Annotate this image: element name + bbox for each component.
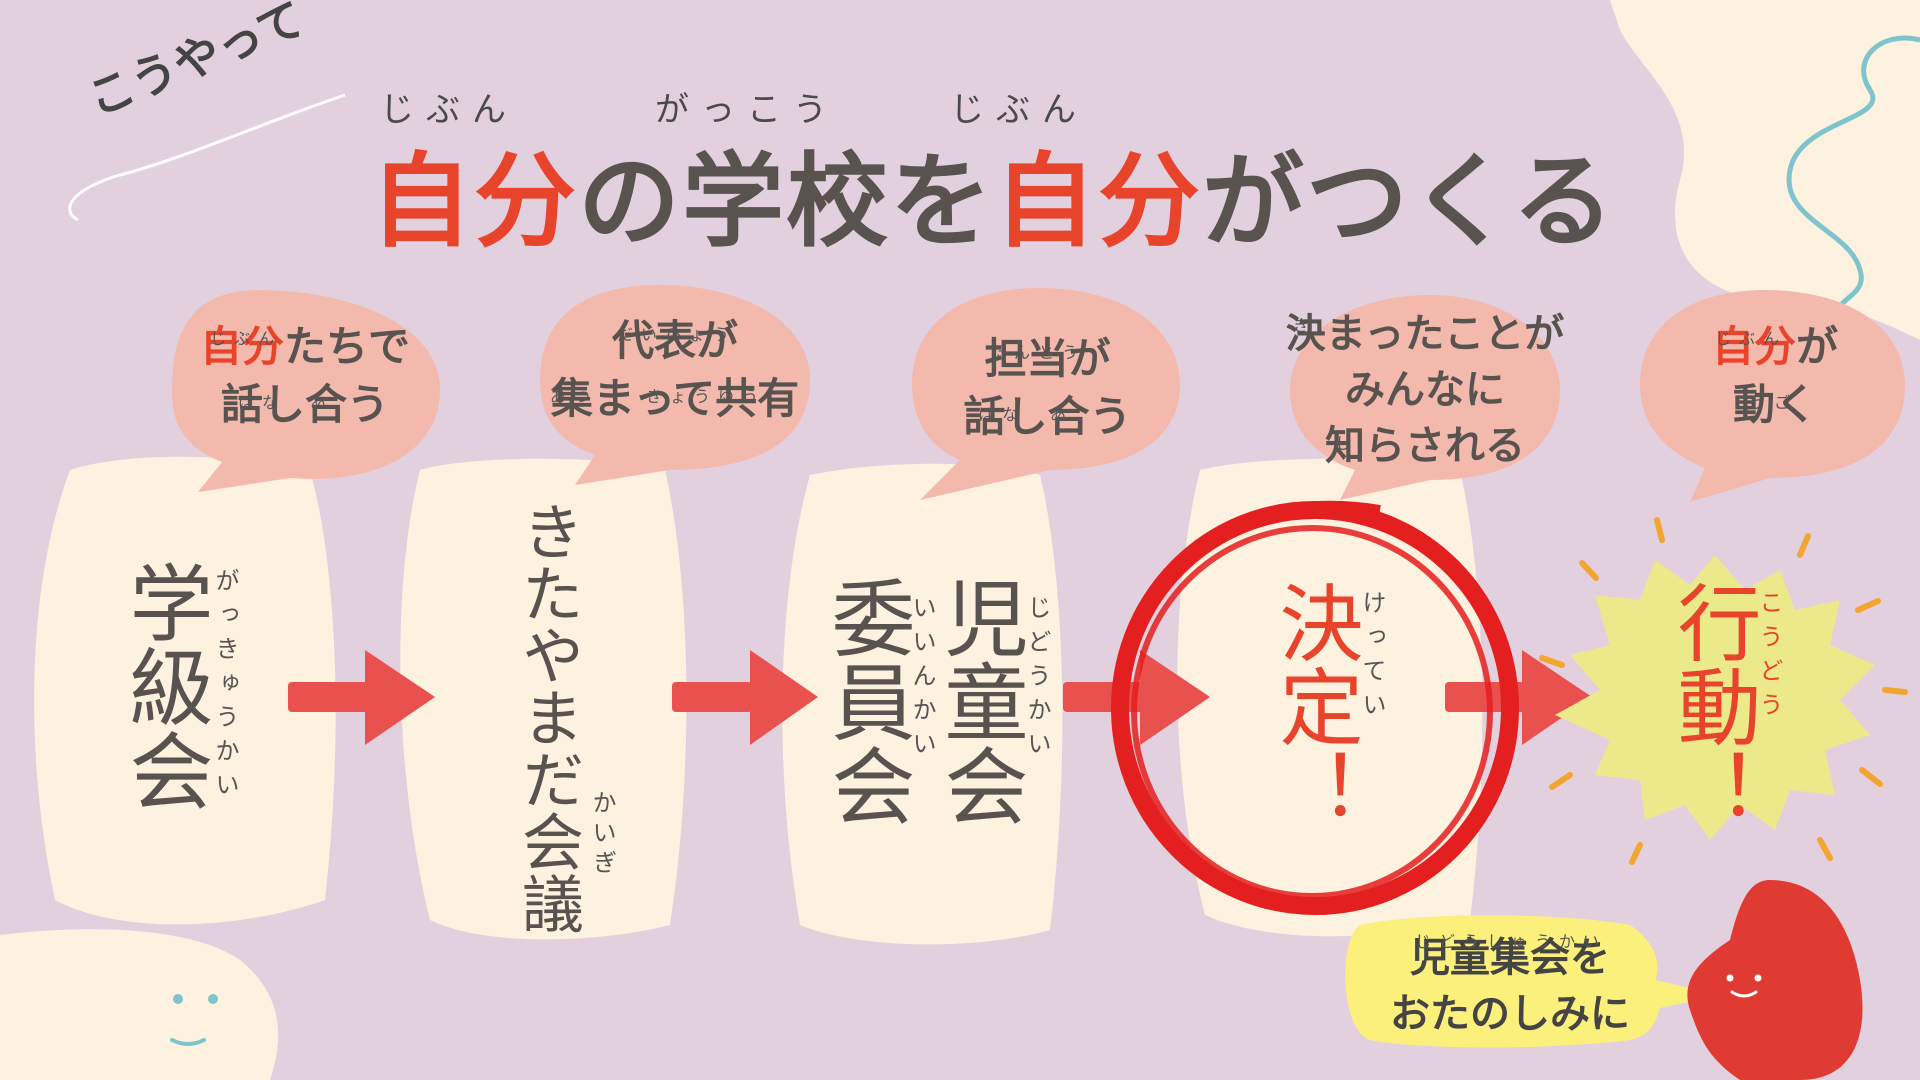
- bubble-1-highlight: 自分: [199, 322, 284, 371]
- bubble-4-line-3: 知らされる: [1325, 423, 1525, 469]
- speech-bubble-1: [172, 290, 440, 492]
- bubble-2-line-2: 集まって共有: [550, 374, 800, 423]
- stage-card-2: [400, 458, 687, 940]
- bubble-3-line-1: 担当が: [984, 334, 1111, 383]
- stage-5-ruby: こうどう: [1755, 590, 1783, 726]
- bubble-5-ruby-top: じぶん: [1715, 329, 1788, 348]
- title-part-1: 自分: [370, 143, 578, 262]
- bubble-5-rest: が: [1796, 322, 1839, 371]
- note-ruby: じどうしゅうかい: [1415, 932, 1608, 951]
- corner-blob-top-right: [1610, 0, 1920, 340]
- bubble-2-ruby-bottom: あつ きょうゆう: [550, 387, 767, 406]
- red-blob: [1687, 880, 1863, 1080]
- bubble-2-ruby-top: だいひょう: [617, 325, 738, 344]
- smiley-face-icon: [170, 994, 218, 1046]
- corner-blob-bottom-left: [0, 929, 279, 1080]
- note-text: じどうしゅうかい 児童集会を おたのしみに: [1360, 930, 1660, 1042]
- note-line-1: 児童集会を: [1410, 935, 1610, 981]
- title-ruby-1: じぶん: [380, 90, 518, 130]
- stage-1-ruby: がっきゅうかい: [211, 568, 239, 806]
- bubble-4-ruby-bottom: し: [1335, 434, 1360, 453]
- kicker-swoosh: [68, 93, 346, 222]
- bubble-text-4: き 決まったことが みんなに し 知らされる: [1275, 306, 1575, 474]
- bubble-3-ruby-top: たんとう: [990, 343, 1087, 362]
- thread-icon: [1786, 35, 1920, 323]
- bubble-5-ruby-bottom: うご: [1750, 393, 1799, 412]
- bubble-1-line-2: 話し合う: [220, 380, 389, 429]
- arrow-1: [288, 650, 435, 745]
- bubble-4-line-1: 決まったことが: [1285, 311, 1565, 357]
- smiley-face-icon: [1726, 974, 1762, 998]
- bubble-3-line-2: 話し合う: [963, 392, 1132, 441]
- stage-3-ruby-col-1: じどうかい: [1023, 595, 1051, 765]
- circle-stamp-icon: [1111, 500, 1519, 915]
- stage-1-label: 学級会: [116, 560, 214, 812]
- stage-3-label-col-2: 委員会: [818, 575, 916, 827]
- speech-bubble-5: [1640, 290, 1905, 502]
- bubble-3-ruby-bottom: はな あ: [978, 405, 1075, 424]
- stage-2-label: きたやまだ会議: [511, 500, 584, 934]
- stage-3-label-col-1: 児童会: [931, 575, 1029, 827]
- stage-3-ruby-col-2: いいんかい: [908, 595, 936, 765]
- burst-icon: [1555, 555, 1875, 840]
- page-title: 自分の学校を自分がつくる: [370, 120, 1616, 262]
- stage-card-4: [1177, 458, 1483, 937]
- bubble-5-line-2: 動く: [1732, 380, 1817, 429]
- speech-bubble-3: [912, 288, 1180, 500]
- bubble-4-line-2: みんなに: [1345, 367, 1505, 413]
- bubble-1-ruby-bottom: はな あ: [238, 393, 335, 412]
- bubble-1-rest: たちで: [284, 322, 411, 371]
- bubble-1-ruby-top: じぶん: [210, 329, 283, 348]
- stage-4-label: 決定！: [1266, 580, 1364, 832]
- bubble-text-1: じぶん 自分たちで はな あ 話し合う: [180, 318, 430, 434]
- title-part-3: 自分: [994, 143, 1202, 262]
- bubble-2-line-1: 代表が: [611, 316, 738, 365]
- speech-bubble-2: [540, 285, 810, 485]
- title-part-2: の学校を: [578, 143, 994, 262]
- note-line-2: おたのしみに: [1390, 991, 1630, 1037]
- stage-5-label: 行動！: [1664, 580, 1762, 832]
- stage-card-3: [782, 463, 1063, 945]
- note-bubble: [1345, 915, 1720, 1048]
- bubble-text-5: じぶん 自分が うご 動く: [1650, 318, 1900, 434]
- stage-card-1: [34, 456, 336, 925]
- bubble-text-3: たんとう 担当が はな あ 話し合う: [920, 330, 1175, 446]
- stage-4-ruby: けってい: [1358, 590, 1386, 726]
- title-ruby-2: がっこう: [655, 90, 839, 130]
- title-part-4: がつくる: [1202, 143, 1616, 262]
- burst-sparks: [1539, 517, 1908, 865]
- bubble-text-2: だいひょう 代表が あつ きょうゆう 集まって共有: [545, 312, 805, 428]
- title-ruby-3: じぶん: [950, 90, 1088, 130]
- bubble-4-ruby-top: き: [1293, 316, 1318, 335]
- speech-bubble-4: [1290, 295, 1560, 500]
- bubble-5-highlight: 自分: [1711, 322, 1796, 371]
- arrow-2: [672, 650, 818, 745]
- stage-2-ruby: かいぎ: [588, 790, 616, 880]
